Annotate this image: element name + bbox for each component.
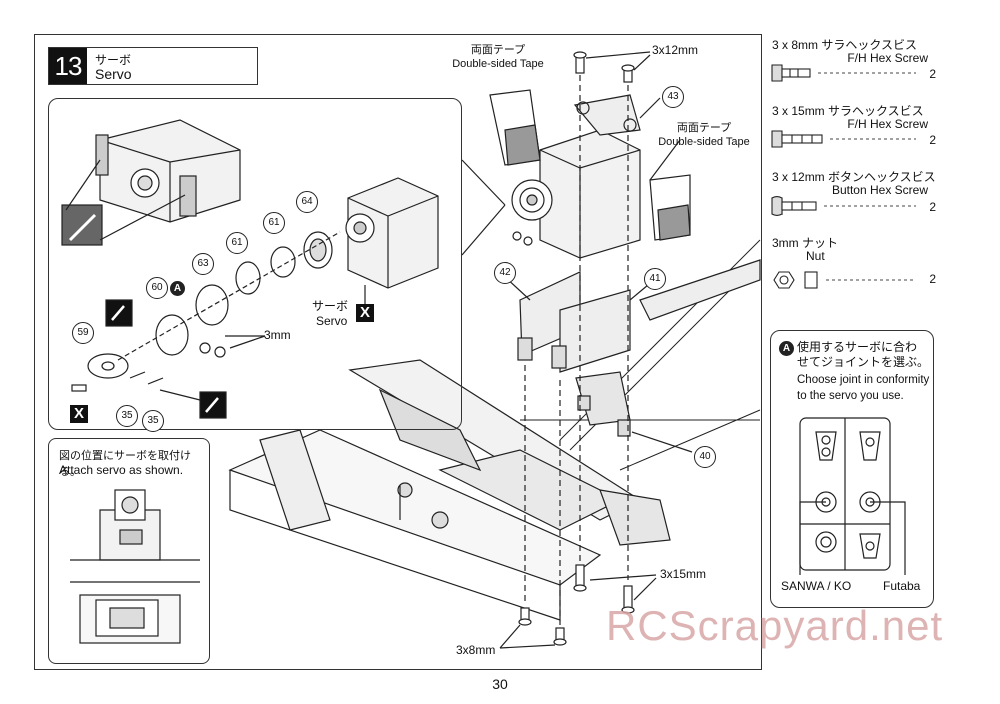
note-line2-jp: せてジョイントを選ぶ。 (797, 355, 930, 369)
joint-label-sanwa-ko: SANWA / KO (781, 579, 852, 593)
servo-joint-note: A 使用するサーボに合わ せてジョイントを選ぶ。 Choose joint in… (770, 330, 934, 608)
joint-label-futaba: Futaba (883, 579, 921, 593)
part-name-jp: 3mm ナット (772, 236, 839, 250)
part-name-en: Nut (806, 249, 825, 263)
part-number-64: 64 (296, 191, 318, 213)
part-number-60: 60 (146, 277, 168, 299)
note-a-badge: A (779, 341, 794, 356)
tape-left-label-en: Double-sided Tape (452, 58, 544, 70)
detail-x-mark: X (70, 405, 88, 423)
attach-text-en: Attach servo as shown. (59, 463, 184, 477)
part-number-63: 63 (192, 253, 214, 275)
part-number-40: 40 (694, 446, 716, 468)
screw-3x8-label: 3x8mm (456, 643, 496, 657)
attach-servo-panel: 図の位置にサーボを取付ける。 Attach servo as shown. (48, 438, 210, 664)
part-number-61b: 61 (226, 232, 248, 254)
part-number-41: 41 (644, 268, 666, 290)
part-number-59: 59 (72, 322, 94, 344)
part-number-42: 42 (494, 262, 516, 284)
step-header: 13 サーボ Servo (48, 47, 258, 85)
part-number-43: 43 (662, 86, 684, 108)
tape-right-label-jp: 両面テープ (676, 122, 732, 134)
page-number: 30 (492, 676, 508, 692)
part-number-61a: 61 (263, 212, 285, 234)
part-name-jp: 3 x 12mm ボタンヘックスビス (772, 170, 936, 184)
step-title-en: Servo (95, 66, 132, 82)
note-line2-en: to the servo you use. (797, 390, 904, 402)
servo-detail-panel (48, 98, 462, 430)
servo-label-en: Servo (316, 314, 348, 328)
tape-right-label-en: Double-sided Tape (658, 136, 750, 148)
watermark: RCScrapyard.net (606, 602, 944, 649)
note-line1-en: Choose joint in conformity (797, 374, 930, 386)
attach-text-jp: 図の位置にサーボを取付ける。 (59, 450, 191, 478)
servo-x-mark: X (356, 304, 374, 322)
step-number: 13 (49, 48, 87, 84)
screw-3x15-label: 3x15mm (660, 567, 707, 581)
note-line1-jp: 使用するサーボに合わ (797, 340, 918, 354)
screw-3x12-label: 3x12mm (652, 43, 699, 57)
servo-label-jp: サーボ (312, 299, 349, 313)
step-title-jp: サーボ (95, 53, 132, 67)
callout-a-badge: A (170, 281, 185, 296)
part-name-jp: 3 x 15mm サラヘックスビス (772, 104, 924, 118)
part-name-jp: 3 x 8mm サラヘックスビス (772, 38, 917, 52)
part-name-en: F/H Hex Screw (847, 117, 928, 131)
part-number-35b: 35 (142, 410, 164, 432)
part-quantity: 2 (929, 67, 936, 81)
part-name-en: Button Hex Screw (831, 183, 928, 197)
part-name-en: F/H Hex Screw (847, 51, 928, 65)
tape-left-label-jp: 両面テープ (470, 44, 526, 56)
instruction-frame (34, 34, 762, 670)
part-quantity: 2 (929, 200, 936, 214)
nut-3mm-label: 3mm (264, 328, 291, 342)
part-number-35a: 35 (116, 405, 138, 427)
part-quantity: 2 (929, 272, 936, 286)
part-quantity: 2 (929, 133, 936, 147)
